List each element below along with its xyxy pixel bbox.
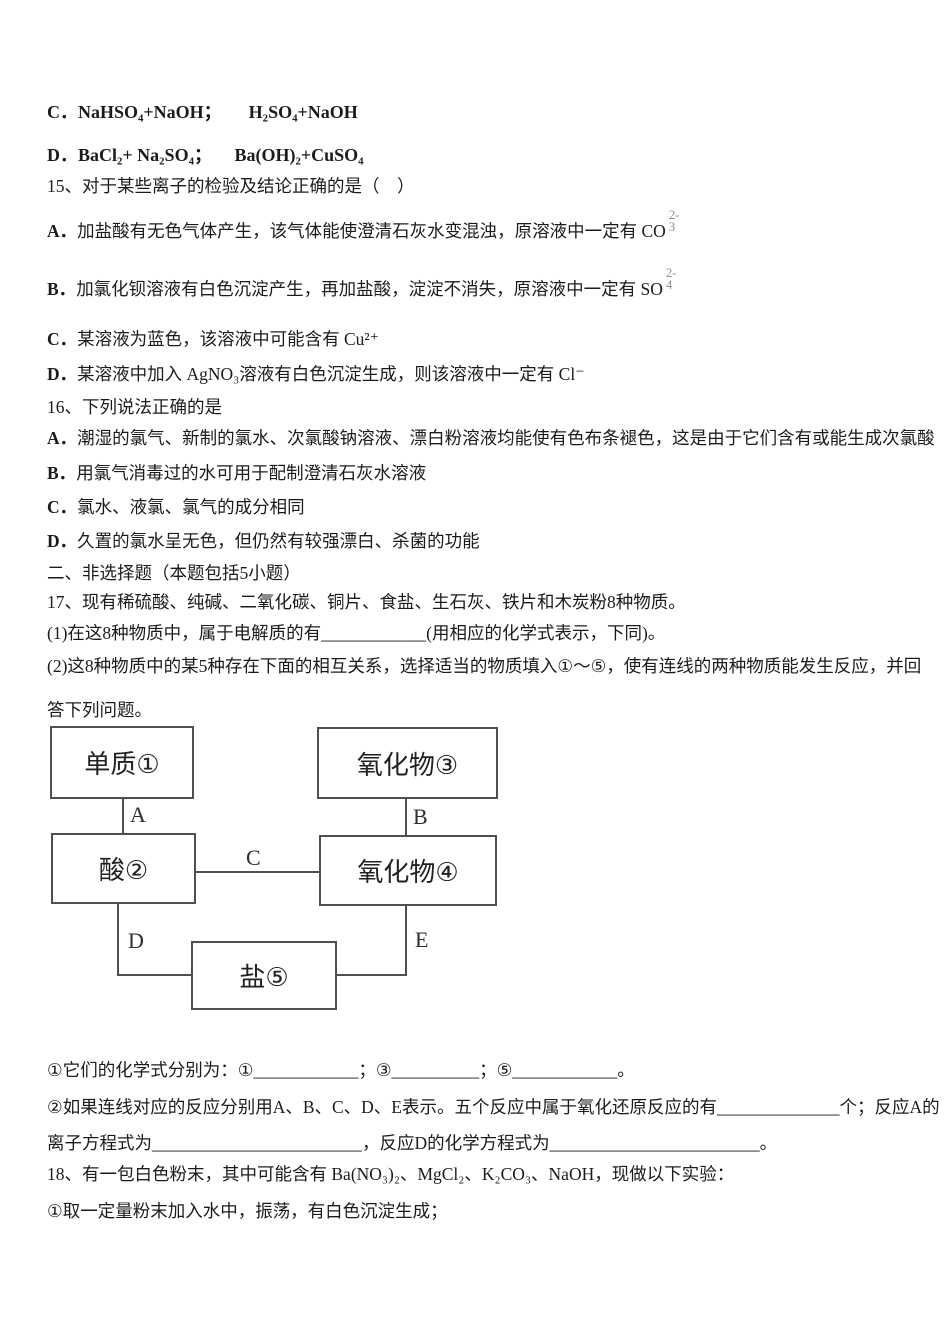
q17-part2-line1: (2)这8种物质中的某5种存在下面的相互关系，选择适当的物质填入①～⑤，使有连线… (47, 656, 922, 676)
option-text: 氯水、液氯、氯气的成分相同 (77, 497, 305, 517)
q16-option-d: D．久置的氯水呈无色，但仍然有较强漂白、杀菌的功能 (47, 529, 480, 553)
connector-e-horizontal (337, 974, 406, 976)
q17-part2-line2: 答下列问题。 (47, 700, 152, 720)
option-text: 潮湿的氯气、新制的氯水、次氯酸钠溶液、漂白粉溶液均能使有色布条褪色，这是由于它们… (77, 428, 935, 448)
q15-option-c: C．某溶液为蓝色，该溶液中可能含有 Cu²⁺ (47, 327, 379, 351)
option-letter: C． (47, 497, 78, 517)
diagram-box-simple-substance-1: 单质① (50, 726, 194, 799)
q16-title: 16、下列说法正确的是 (47, 397, 222, 417)
option-letter: B． (47, 279, 77, 299)
connector-e-vertical (405, 906, 407, 976)
diagram-box-oxide-3: 氧化物③ (317, 727, 498, 799)
edge-label-e: E (415, 927, 429, 952)
q16-option-a: A．潮湿的氯气、新制的氯水、次氯酸钠溶液、漂白粉溶液均能使有色布条褪色，这是由于… (47, 426, 935, 450)
option-text: BaCl₂+ Na₂SO₄； Ba(OH)₂+CuSO₄ (78, 145, 364, 165)
option-letter: B． (47, 463, 77, 483)
carbonate-ion-stack: 2-3 (668, 208, 680, 234)
ion-superscript: 2- (665, 266, 677, 280)
option-text: 用氯气消毒过的水可用于配制澄清石灰水溶液 (76, 463, 427, 483)
ion-subscript: 3 (668, 220, 676, 234)
option-letter: A． (47, 428, 78, 448)
diagram-box-oxide-4: 氧化物④ (319, 835, 497, 906)
diagram-box-acid-2: 酸② (51, 833, 196, 904)
ion-superscript: 2- (668, 208, 680, 222)
option-letter: D． (47, 364, 78, 384)
sulfate-ion-stack: 2-4 (665, 266, 677, 292)
edge-label-c: C (246, 845, 261, 870)
q17-sub2-line2: 离子方程式为________________________，反应D的化学方程式… (47, 1133, 778, 1153)
connector-d-horizontal (117, 974, 191, 976)
q15-title: 15、对于某些离子的检验及结论正确的是（ ） (47, 176, 415, 196)
q16-option-b: B．用氯气消毒过的水可用于配制澄清石灰水溶液 (47, 461, 426, 485)
connector-c (196, 871, 319, 873)
box-label: 单质① (84, 750, 160, 779)
box-label: 氧化物④ (357, 858, 459, 887)
q17-sub1: ①它们的化学式分别为：①____________；③__________；⑤__… (47, 1060, 635, 1080)
box-label: 酸② (98, 856, 149, 885)
edge-label-b: B (413, 804, 428, 829)
edge-label-d: D (128, 928, 144, 953)
q17-sub2-line1: ②如果连线对应的反应分别用A、B、C、D、E表示。五个反应中属于氧化还原反应的有… (47, 1097, 940, 1117)
connector-a (122, 799, 124, 833)
option-text: 久置的氯水呈无色，但仍然有较强漂白、杀菌的功能 (77, 531, 480, 551)
option-text: NaHSO₄+NaOH； H₂SO₄+NaOH (78, 102, 358, 122)
option-text: 某溶液中加入 AgNO₃溶液有白色沉淀生成，则该溶液中一定有 Cl⁻ (77, 364, 585, 384)
q18-intro: 18、有一包白色粉末，其中可能含有 Ba(NO₃)₂、MgCl₂、K₂CO₃、N… (47, 1164, 735, 1184)
q18-step1: ①取一定量粉末加入水中，振荡，有白色沉淀生成； (47, 1201, 448, 1221)
option-text: 加氯化钡溶液有白色沉淀产生，再加盐酸，淀淀不消失，原溶液中一定有 SO (76, 279, 663, 299)
option-letter: D． (47, 531, 78, 551)
option-text: 某溶液为蓝色，该溶液中可能含有 Cu²⁺ (77, 329, 379, 349)
section2-title: 二、非选择题（本题包括5小题） (47, 563, 301, 583)
q14-option-d: D．BaCl₂+ Na₂SO₄； Ba(OH)₂+CuSO₄ (47, 143, 364, 167)
option-letter: A． (47, 221, 78, 241)
box-label: 盐⑤ (239, 963, 289, 992)
q14-option-c: C．NaHSO₄+NaOH； H₂SO₄+NaOH (47, 100, 358, 124)
connector-d-vertical (117, 904, 119, 976)
box-label: 氧化物③ (356, 750, 459, 780)
ion-subscript: 4 (665, 278, 673, 292)
q15-option-d: D．某溶液中加入 AgNO₃溶液有白色沉淀生成，则该溶液中一定有 Cl⁻ (47, 362, 584, 386)
q16-option-c: C．氯水、液氯、氯气的成分相同 (47, 495, 305, 519)
edge-label-a: A (130, 802, 146, 827)
option-letter: C． (47, 102, 78, 122)
connector-b (405, 799, 407, 835)
q17-part1: (1)在这8种物质中，属于电解质的有____________(用相应的化学式表示… (47, 623, 666, 643)
option-letter: D． (47, 145, 78, 165)
option-text: 加盐酸有无色气体产生，该气体能使澄清石灰水变混浊，原溶液中一定有 CO (77, 221, 666, 241)
option-letter: C． (47, 329, 78, 349)
q17-intro: 17、现有稀硫酸、纯碱、二氧化碳、铜片、食盐、生石灰、铁片和木炭粉8种物质。 (47, 592, 686, 612)
diagram-box-salt-5: 盐⑤ (191, 941, 337, 1010)
